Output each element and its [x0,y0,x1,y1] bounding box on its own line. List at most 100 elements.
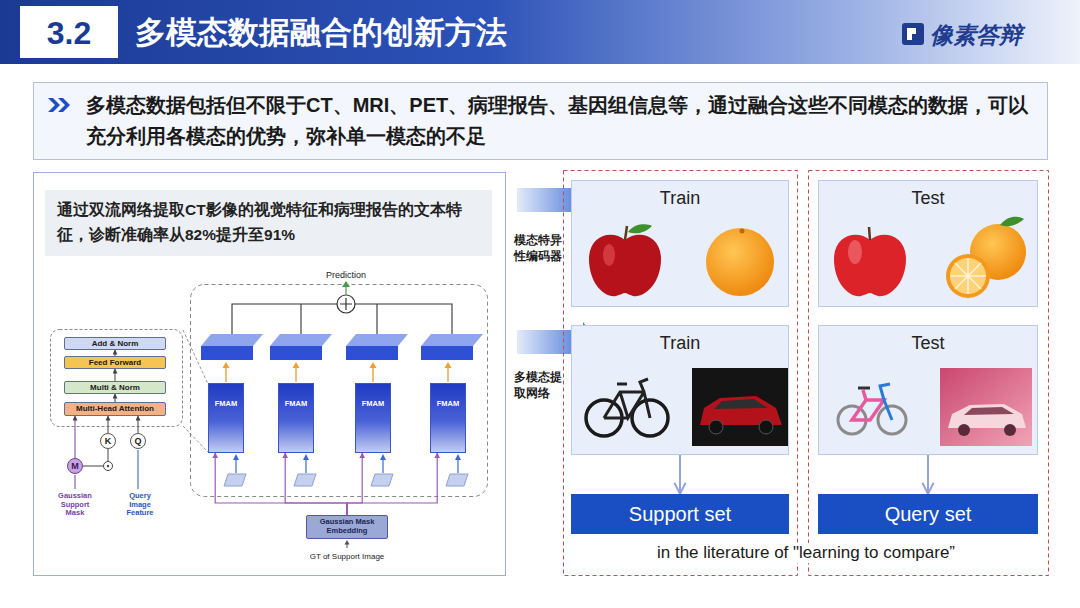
slab-front [270,346,322,360]
attention-block-text: Multi-Head Attention [76,405,154,413]
arrow-line [305,459,306,473]
query-circle-text: Q [134,437,141,446]
orange-body [706,228,774,296]
input-label: GT of Support Image [310,552,385,561]
embedding-box: Gaussian Mask Embedding [306,515,388,539]
slab-top [346,334,408,346]
arrow-line [235,459,236,473]
connector [215,453,347,515]
blue-arrows [233,454,461,473]
input-label: Query Image Feature [122,492,158,518]
sample-panel-text: Test [911,188,944,209]
bike-photo [586,379,668,436]
bike-frame [852,390,884,420]
callout-box-text: 通过双流网络提取CT影像的视觉特征和病理报告的文本特征，诊断准确率从82%提升至… [57,198,480,248]
wire [108,449,109,461]
connector [347,453,362,515]
set-box-text: Support set [629,502,731,526]
fmam-block-text: FMAM [362,400,385,408]
input-arrow [347,544,348,548]
number-box [20,6,118,58]
sample-panel-text: Train [660,188,700,209]
input-label: Gaussian Support Mask [55,492,95,518]
connector [347,453,437,515]
slab-top [201,334,263,346]
car-wheel [958,424,970,436]
dashed-frame [51,330,183,427]
caption-text: in the literature of "learning to compar… [653,543,959,563]
zoom-line [183,426,208,452]
connector [115,369,116,381]
arrow-head [223,362,230,368]
intro-ground [33,82,1048,160]
product-symbol [104,462,113,471]
fmam-block: FMAM [355,383,391,453]
feature-slab [201,334,483,360]
bike-seat [858,387,870,390]
apple-photo [589,224,661,296]
orange-flesh [950,258,986,294]
attention-block: Multi-Head Attention [64,402,166,416]
fmam-block-text: FMAM [215,400,238,408]
intro-box: 多模态数据包括但不限于CT、MRI、PET、病理报告、基因组信息等，通过融合这些… [33,82,1048,160]
orange-photo [706,228,774,296]
arrow-line [447,367,448,382]
plus-sign [340,298,352,310]
layer-block: Feed Forward [64,356,166,369]
car-wheel [709,420,723,434]
arrow-head [380,454,386,460]
query-circle: Q [130,433,146,449]
fmam-block: FMAM [208,383,244,453]
sum-symbol [337,295,355,313]
product-dot [107,465,109,467]
slab-front [346,346,398,360]
train-column [564,171,798,576]
car-wheel [1004,424,1016,436]
arrow-line [457,459,458,473]
slab-front [201,346,253,360]
panel-ground [818,180,1038,307]
logo-icon [902,23,924,45]
key-circle-text: K [105,437,112,446]
apple-body [834,235,906,296]
layer-block-text: Add & Norm [92,340,139,348]
transformer-detail [51,330,209,490]
layer-block-text: Feed Forward [89,359,141,367]
mask-circle-text: M [71,462,79,471]
sample-panel-text: Train [660,333,700,354]
arrow-line [225,367,226,382]
slab-top [270,334,332,346]
row-label: 多模态提取网络 [514,369,563,401]
fmam-block: FMAM [278,383,314,453]
photo-ground [692,368,788,446]
row-label: 模态特异性编码器 [514,232,563,264]
apple-shine [848,240,862,264]
dashed-frame [191,285,488,497]
tile [224,474,246,486]
connector [75,416,76,458]
mask-circle: M [67,458,83,474]
arrow-line [372,367,373,382]
bike-photo [838,384,906,434]
slab-front [421,346,473,360]
car-body [948,404,1026,428]
orange-photo [946,217,1026,298]
apple-shine [603,244,615,266]
logo-mark [907,28,916,40]
car-wheel [759,420,773,434]
output-label: Prediction [326,270,366,280]
slide-title: 多模态数据融合的创新方法 [135,12,507,54]
layer-block: Add & Norm [64,337,166,350]
arrow-line [295,367,296,382]
embedding-box-text: Gaussian Mask Embedding [310,518,384,535]
connector [927,455,929,494]
apple-leaf [628,224,652,233]
orange-dimple [740,229,745,234]
callout-box: 通过双流网络提取CT影像的视觉特征和病理报告的文本特征，诊断准确率从82%提升至… [45,190,492,256]
apple-stem [625,226,627,240]
arrow-head [345,540,350,545]
connector [285,453,347,515]
connector [679,455,681,494]
apple-body [589,235,661,296]
